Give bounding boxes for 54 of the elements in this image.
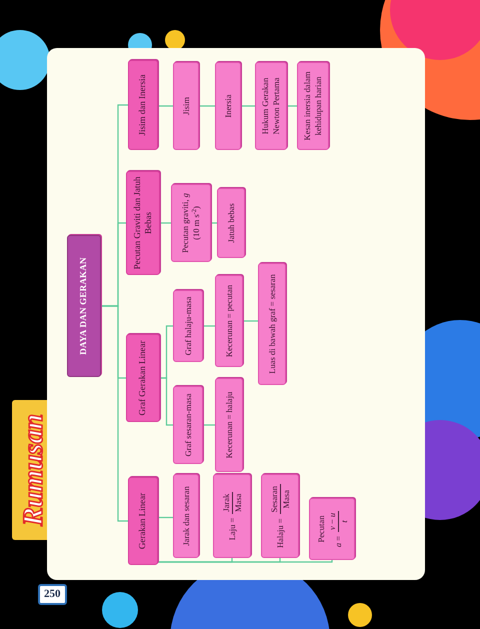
connector-line bbox=[287, 105, 297, 107]
connector-line bbox=[101, 104, 128, 307]
topic-box bbox=[173, 474, 199, 558]
connector-line bbox=[158, 105, 173, 107]
connector-line bbox=[203, 325, 215, 327]
topic-box bbox=[126, 171, 160, 275]
topic-box bbox=[128, 477, 158, 565]
connector-line bbox=[199, 105, 215, 107]
topic-box bbox=[126, 334, 160, 422]
topic-box bbox=[215, 378, 243, 472]
connector-line bbox=[158, 560, 333, 563]
node-text: Graf sesaran-masa bbox=[182, 394, 194, 457]
node-text: Jatuh bebas bbox=[226, 203, 236, 243]
node-text: Jarak dan sesaran bbox=[180, 486, 192, 546]
connector-line bbox=[243, 320, 258, 322]
topic-box bbox=[261, 474, 299, 558]
node-text: Jisim bbox=[180, 97, 192, 115]
topic-box bbox=[258, 263, 286, 385]
node-text: Graf halaju-masa bbox=[182, 296, 194, 356]
root-box bbox=[67, 235, 101, 377]
connector-line bbox=[160, 222, 171, 224]
topic-box bbox=[309, 498, 355, 560]
node-text: Kecerunan = halaju bbox=[224, 392, 234, 458]
connector-line bbox=[203, 424, 215, 426]
section-title: Rumusan bbox=[17, 414, 50, 526]
node-text: Kecerunan = pecutan bbox=[224, 284, 234, 358]
topic-box bbox=[217, 188, 245, 258]
topic-box bbox=[128, 60, 158, 150]
node-text: Kesan inersia dalam kehidupan harian bbox=[302, 70, 324, 142]
topic-box bbox=[215, 62, 241, 150]
formula: Halaju = Sesaran Masa bbox=[268, 484, 292, 548]
topic-box bbox=[215, 275, 243, 367]
node-title: Pecutan bbox=[314, 516, 326, 542]
connector-line bbox=[160, 325, 173, 379]
node-text: Gerakan Linear bbox=[137, 492, 148, 550]
node-text: Luas di bawah graf = sesaran bbox=[266, 274, 278, 374]
node-text: Inersia bbox=[222, 94, 234, 118]
topic-box bbox=[213, 474, 251, 558]
topic-box bbox=[255, 62, 287, 150]
topic-box bbox=[173, 62, 199, 150]
node-text: DAYA DAN GERAKAN bbox=[78, 257, 90, 355]
topic-box bbox=[173, 386, 203, 464]
node-text: Jisim dan Inersia bbox=[137, 74, 148, 136]
formula: a = v − u t bbox=[327, 510, 350, 548]
topic-box bbox=[171, 184, 211, 262]
node-text: Graf Gerakan Linear bbox=[137, 340, 148, 416]
node-text: Pecutan Graviti dan Jatuh Bebas bbox=[132, 176, 154, 270]
topic-box bbox=[297, 62, 329, 150]
connector-line bbox=[158, 516, 173, 518]
page-number: 250 bbox=[38, 584, 66, 604]
connector-line bbox=[241, 105, 255, 107]
node-text: Hukum Gerakan Newton Pertama bbox=[260, 76, 282, 136]
topic-box bbox=[173, 290, 203, 362]
formula: Laju = Jarak Masa bbox=[220, 492, 244, 540]
